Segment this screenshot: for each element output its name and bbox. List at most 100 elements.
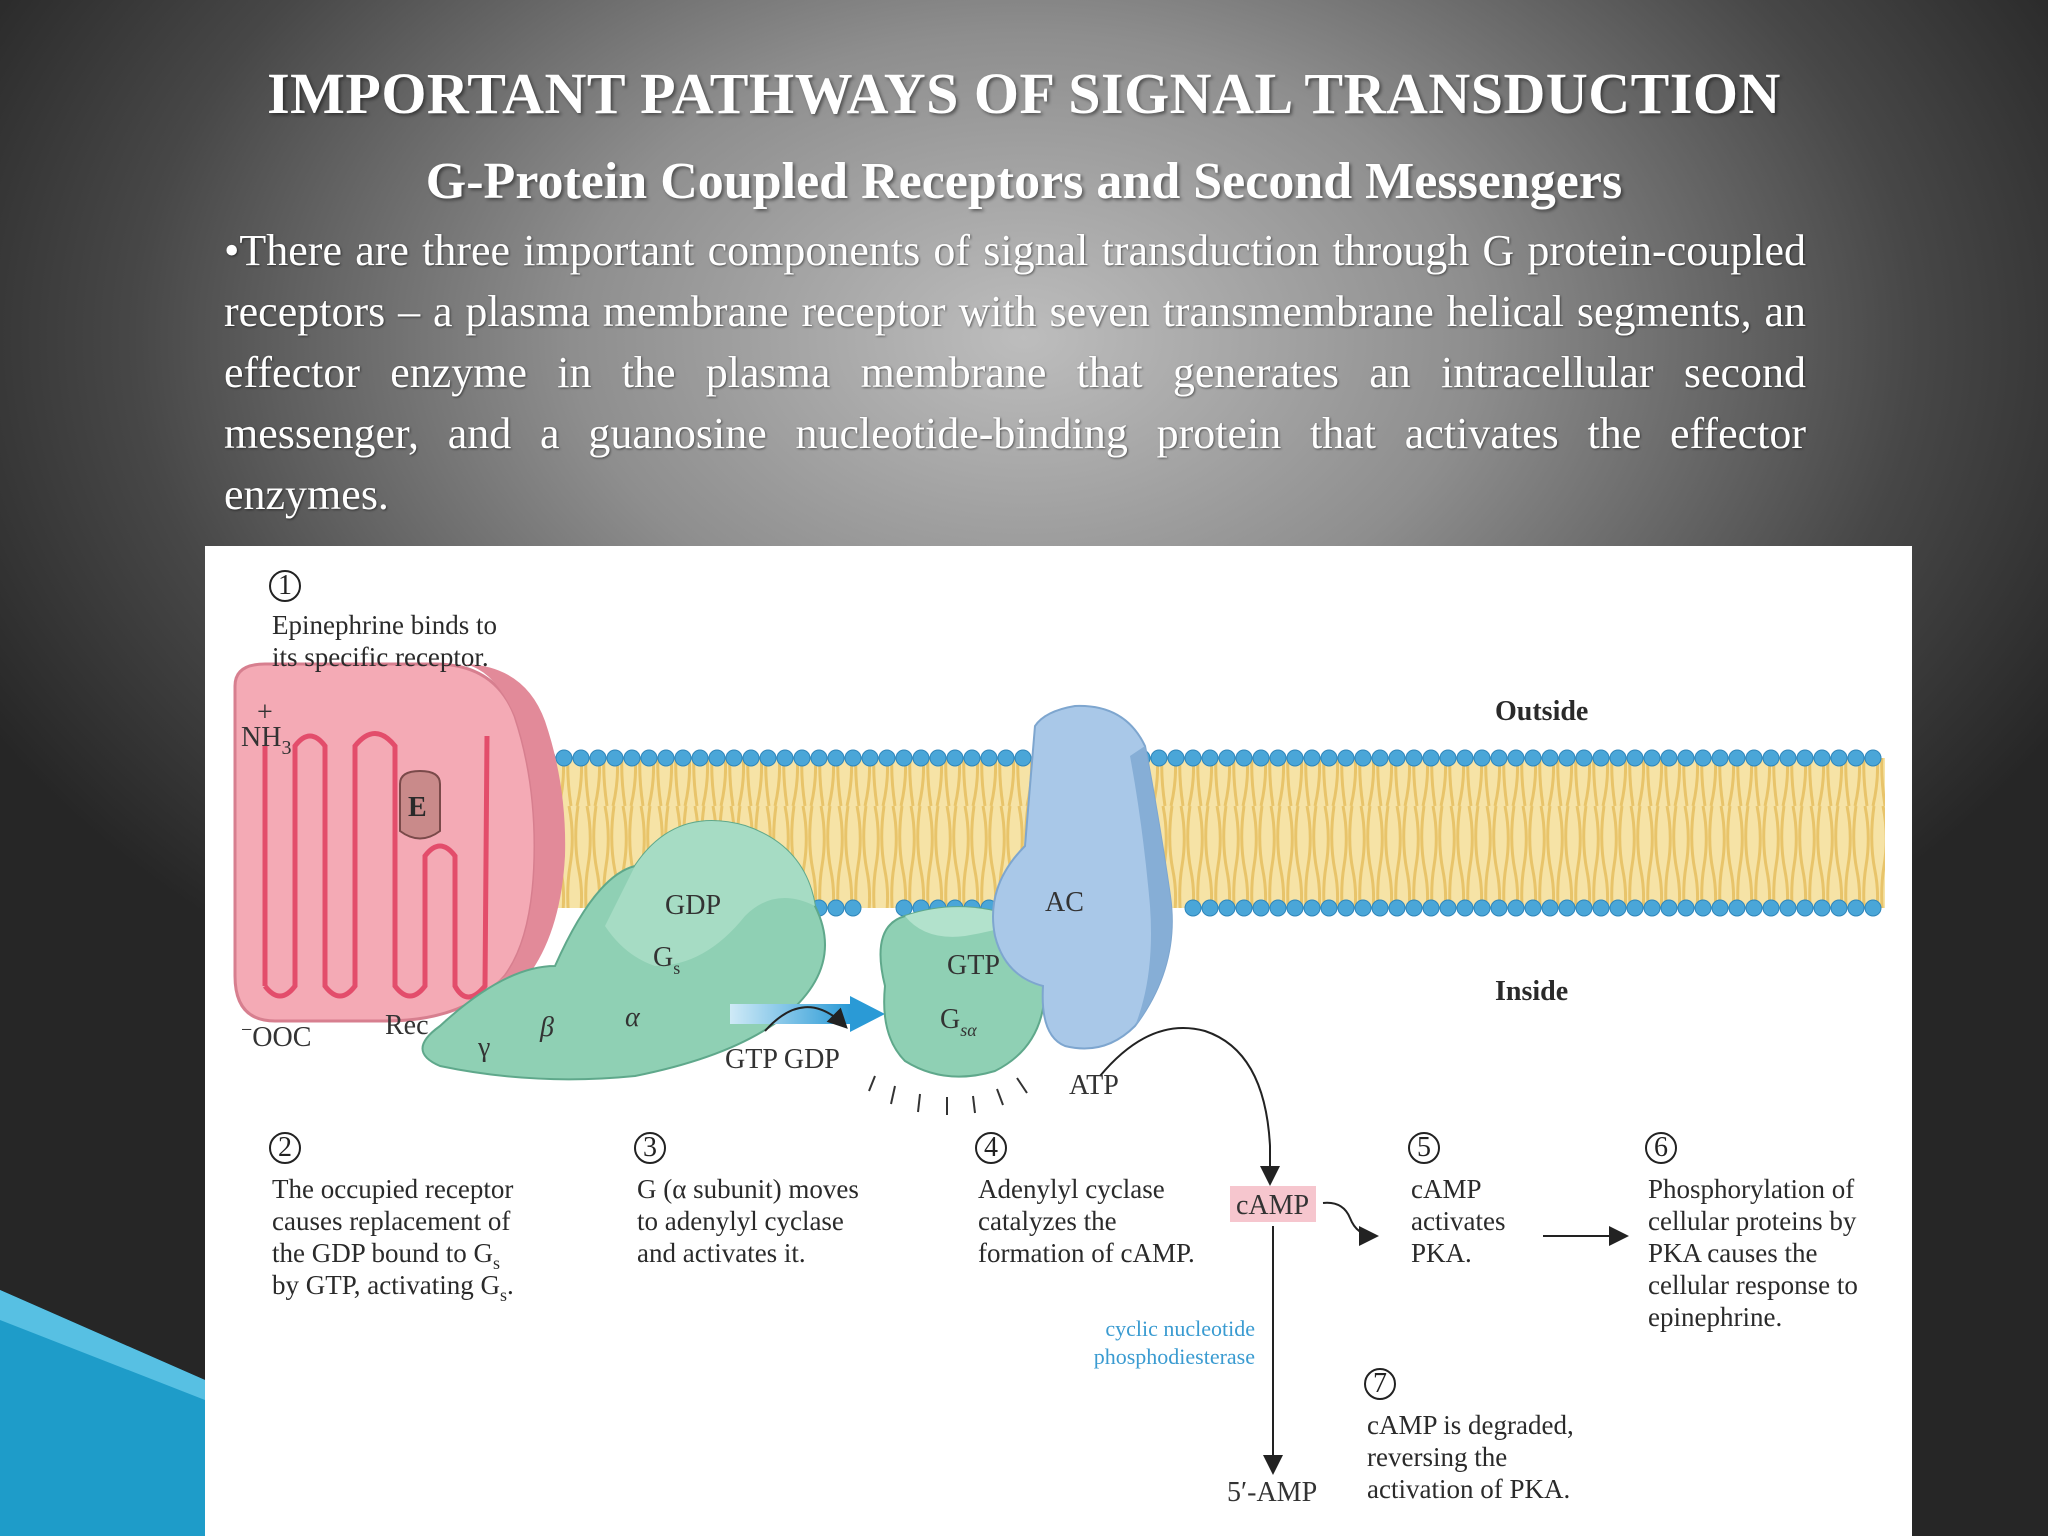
lipid-head xyxy=(1490,749,1508,767)
step-7-circle xyxy=(1364,1368,1396,1400)
lipid-head xyxy=(1745,899,1763,917)
lipid-head xyxy=(1592,749,1610,767)
epinephrine-label: E xyxy=(408,792,427,823)
lipid-head xyxy=(1439,749,1457,767)
lipid-head xyxy=(1524,899,1542,917)
gdp-label: GDP xyxy=(665,890,721,921)
lipid-head xyxy=(674,749,692,767)
step-5-line-1: cAMP xyxy=(1411,1174,1482,1204)
lipid-head xyxy=(606,749,624,767)
lipid-head xyxy=(1456,899,1474,917)
step-6-line-4: cellular response to xyxy=(1648,1270,1858,1300)
lipid-head xyxy=(1609,899,1627,917)
lipid-head xyxy=(861,749,879,767)
transition-arrow-shaft xyxy=(730,1004,850,1024)
gtp-gdp-exchange-label: GTP GDP xyxy=(725,1044,840,1075)
slide-title: IMPORTANT PATHWAYS OF SIGNAL TRANSDUCTIO… xyxy=(267,61,1781,126)
step-6-line-3: PKA causes the xyxy=(1648,1238,1817,1268)
step-6-caption: Phosphorylation of cellular proteins by … xyxy=(1648,1174,1858,1332)
lipid-head xyxy=(555,749,573,767)
lipid-head xyxy=(1473,899,1491,917)
lipid-head xyxy=(1354,749,1372,767)
step-4-line-3: formation of cAMP. xyxy=(978,1238,1195,1268)
nh3-label: NH3 xyxy=(241,722,291,759)
step-7-line-3: activation of PKA. xyxy=(1367,1474,1570,1504)
lipid-head xyxy=(844,749,862,767)
step-4-line-2: catalyzes the xyxy=(978,1206,1117,1236)
step-3-caption: G (α subunit) moves to adenylyl cyclase … xyxy=(637,1174,859,1268)
lipid-head xyxy=(1813,749,1831,767)
lipid-head xyxy=(1405,749,1423,767)
lipid-head xyxy=(1575,899,1593,917)
lipid-head xyxy=(1235,749,1253,767)
lipid-head xyxy=(623,749,641,767)
lipid-head xyxy=(1490,899,1508,917)
lipid-head xyxy=(1830,749,1848,767)
lipid-head xyxy=(1762,899,1780,917)
step-2-circle xyxy=(269,1132,301,1164)
lipid-head xyxy=(589,749,607,767)
step-2-caption: The occupied receptor causes replacement… xyxy=(272,1174,514,1305)
lipid-head xyxy=(946,749,964,767)
step-6-line-2: cellular proteins by xyxy=(1648,1206,1857,1236)
lipid-head xyxy=(1218,899,1236,917)
lipid-head xyxy=(1337,749,1355,767)
lipid-head xyxy=(1422,899,1440,917)
lipid-head xyxy=(912,749,930,767)
step-7-caption: cAMP is degraded, reversing the activati… xyxy=(1367,1410,1574,1504)
lipid-head xyxy=(997,749,1015,767)
lipid-head xyxy=(1014,749,1032,767)
step-3-circle xyxy=(634,1132,666,1164)
enzyme-label-line2: phosphodiesterase xyxy=(1094,1344,1255,1369)
step-2-line-4: by GTP, activating Gs. xyxy=(272,1270,514,1305)
step-7-line-2: reversing the xyxy=(1367,1442,1507,1472)
lipid-head xyxy=(1609,749,1627,767)
lipid-head xyxy=(1507,749,1525,767)
lipid-head xyxy=(691,749,709,767)
lipid-head xyxy=(1626,749,1644,767)
lipid-head xyxy=(793,749,811,767)
lipid-head xyxy=(1847,749,1865,767)
receptor-label: Rec xyxy=(385,1010,429,1041)
lipid-head xyxy=(1728,899,1746,917)
gamma-label: γ xyxy=(477,1032,490,1063)
lipid-head xyxy=(1592,899,1610,917)
lipid-head xyxy=(895,749,913,767)
activation-ticks xyxy=(868,1075,1028,1115)
lipid-head xyxy=(1303,749,1321,767)
lipid-head xyxy=(1541,899,1559,917)
lipid-head xyxy=(759,749,777,767)
lipid-head xyxy=(1694,749,1712,767)
lipid-head xyxy=(1201,749,1219,767)
ooc-label: −OOC xyxy=(241,1019,311,1053)
lipid-head xyxy=(1184,749,1202,767)
lipid-head xyxy=(1201,899,1219,917)
lipid-head xyxy=(742,749,760,767)
lipid-head xyxy=(1320,899,1338,917)
step-4-circle xyxy=(975,1132,1007,1164)
lipid-head xyxy=(844,899,862,917)
lipid-head xyxy=(1286,899,1304,917)
adenylyl-cyclase xyxy=(992,704,1173,1050)
step-7-number: 7 xyxy=(1373,1368,1387,1399)
lipid-head xyxy=(1660,899,1678,917)
step-6-line-5: epinephrine. xyxy=(1648,1302,1782,1332)
lipid-head xyxy=(1813,899,1831,917)
lipid-head xyxy=(640,749,658,767)
outside-label: Outside xyxy=(1495,696,1588,727)
step-4-caption: Adenylyl cyclase catalyzes the formation… xyxy=(978,1174,1195,1268)
gs-alpha-label: Gsα xyxy=(940,1004,977,1040)
lipid-head xyxy=(1796,749,1814,767)
lipid-head xyxy=(776,749,794,767)
lipid-head xyxy=(1388,749,1406,767)
inside-label: Inside xyxy=(1495,976,1568,1007)
step-4-number: 4 xyxy=(984,1132,998,1163)
lipid-head xyxy=(1456,749,1474,767)
lipid-head xyxy=(980,749,998,767)
gs-label: Gs xyxy=(653,942,680,978)
lipid-head xyxy=(929,749,947,767)
lipid-head xyxy=(1677,749,1695,767)
five-prime-amp-label: 5′-AMP xyxy=(1227,1477,1317,1508)
lipid-head xyxy=(1779,749,1797,767)
